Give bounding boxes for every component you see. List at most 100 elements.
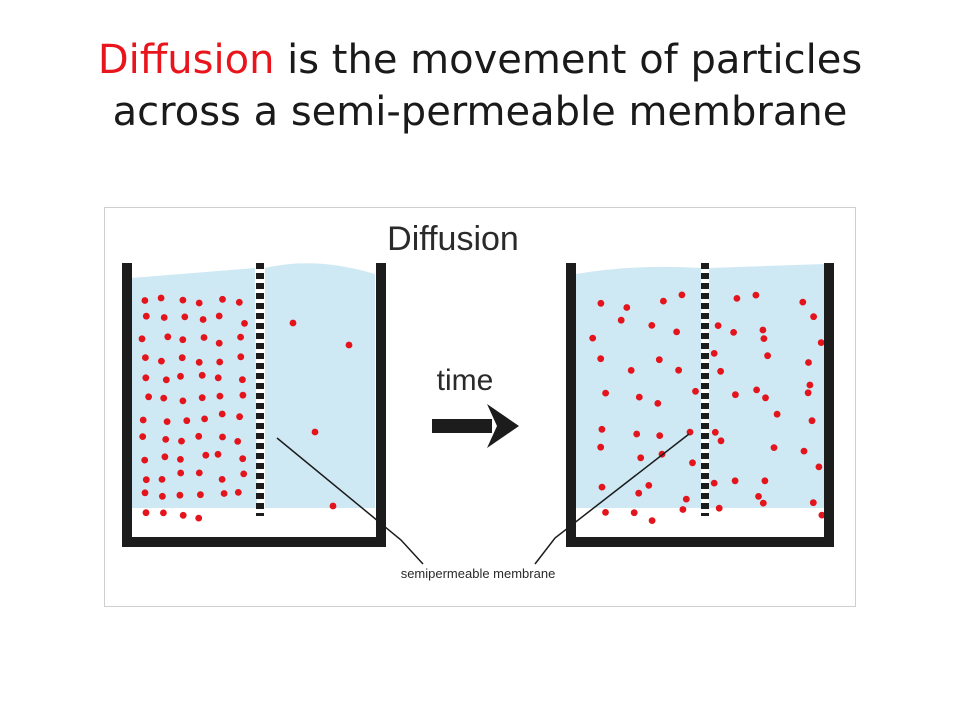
particle-before-left [198,394,206,402]
particle-before-left [162,376,170,384]
particle-before-left [195,432,203,440]
particle-before-left [239,376,246,384]
particle-before-left [142,354,149,361]
particle-before-left [219,433,226,441]
membrane-pointer-left [276,437,424,565]
particle-after-left [645,482,653,489]
diffusion-diagram-svg: Diffusion time semipermeable membrane [122,220,834,581]
particle-before-left [158,357,165,365]
particle-after-right [717,437,725,445]
particle-before-left [234,438,242,445]
particle-before-left [160,509,167,517]
particle-after-right [806,381,814,389]
particle-before-left [157,294,165,302]
container-after [566,263,834,547]
particle-after-left [602,389,609,397]
particle-before-left [139,433,147,440]
time-label: time [437,364,494,397]
particle-before-left [215,312,223,320]
particle-before-left [162,436,170,443]
beaker-outline-before [122,263,386,547]
particle-after-right [799,298,807,306]
particle-after-left [598,483,606,491]
particle-before-left [195,299,203,307]
particle-after-left [627,367,635,374]
particle-before-left [218,476,226,483]
particle-after-left [630,509,638,517]
particle-after-left [617,316,625,324]
particle-before-left [160,314,168,321]
particle-before-left [142,374,150,382]
particle-before-left [234,489,242,496]
particle-after-left [648,517,656,524]
particle-after-right [762,394,769,402]
water-after-right [709,264,825,508]
particle-before-left [241,320,248,327]
particle-after-right [759,499,767,507]
particle-before-left [214,450,222,458]
particle-before-left [195,514,203,522]
membrane-pointer-right [534,433,690,565]
particle-before-left [142,476,150,484]
particle-after-right [764,352,771,360]
particle-before-left [179,296,187,304]
particle-before-left [141,456,149,464]
particle-after-left [635,489,643,497]
particle-after-left [673,328,680,336]
particle-after-left [660,297,667,305]
particle-after-left [654,400,662,407]
particle-after-right [753,386,760,394]
particle-after-left [597,355,605,363]
particle-after-left [675,366,682,374]
particle-before-right [329,502,337,510]
arrow-head [487,404,519,448]
water-after-left [576,266,701,508]
particle-after-left [623,304,631,311]
particle-before-left [202,451,210,459]
particle-after-right [773,410,781,418]
title-line-2: across a semi-permeable membrane [112,89,848,135]
particle-before-left [218,410,226,418]
particles-before [138,294,353,522]
particle-before-left [179,336,187,344]
particle-after-left [597,299,605,307]
particle-before-left [161,453,169,461]
particle-before-left [201,415,208,423]
particle-after-left [598,425,606,433]
particle-after-left [692,387,699,395]
particle-after-right [755,493,762,500]
title-rest: is the movement of particles [274,37,863,83]
particle-before-left [219,295,226,303]
particle-after-right [805,359,812,366]
particle-before-left [200,334,208,341]
particle-before-left [236,413,244,421]
particle-after-left [678,291,686,299]
particle-before-left [141,297,149,304]
particle-before-left [145,393,152,401]
particle-after-left [589,334,597,342]
particle-before-left [179,511,187,519]
particle-before-left [160,394,168,402]
particle-before-left [178,354,186,362]
particle-before-left [138,335,146,343]
particle-before-left [215,339,223,347]
container-before [122,263,386,547]
slide-title: Diffusion is the movement of particles a… [0,34,960,138]
particle-before-left [198,371,206,379]
particle-before-left [177,372,184,380]
particle-before-left [163,418,171,425]
particle-after-right [760,335,768,342]
particle-before-left [181,313,189,321]
time-arrow [432,404,519,448]
particle-before-left [197,491,204,499]
particle-before-left [139,416,147,424]
particle-after-left [602,509,609,516]
particle-after-right [711,428,719,436]
particle-before-left [237,353,245,361]
particle-after-left [682,495,690,503]
particle-after-left [597,443,605,451]
title-highlight: Diffusion [97,37,275,83]
particle-before-left [239,391,247,399]
particle-before-left [235,298,243,306]
particle-before-right [345,341,353,349]
